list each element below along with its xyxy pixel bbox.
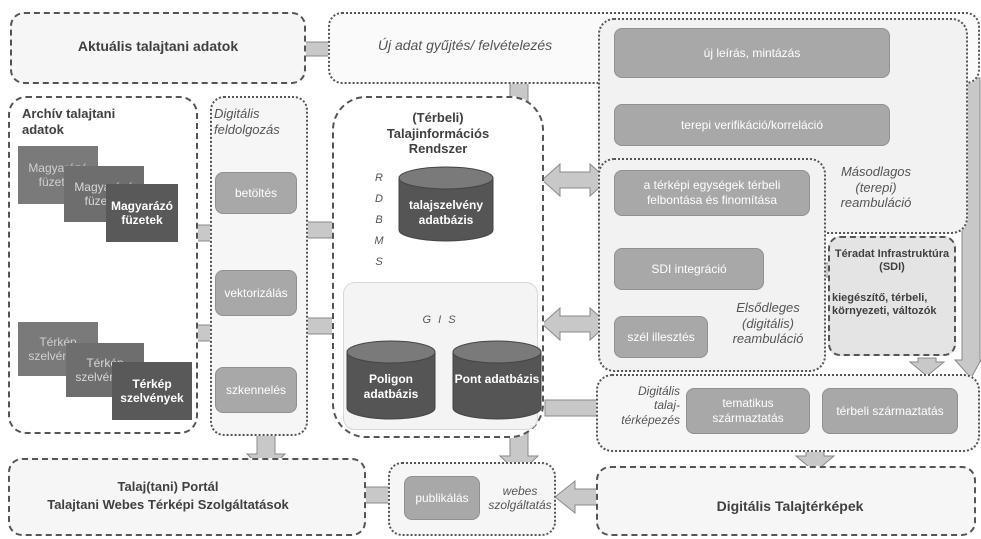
step-scanning[interactable]: szkennelés xyxy=(215,367,297,413)
current-data-title: Aktuális talajtani adatok xyxy=(77,38,239,54)
primary-reambulation-label: Elsődleges (digitális) reambuláció xyxy=(732,300,804,347)
spatial-derivation-box[interactable]: térbeli származtatás xyxy=(822,388,958,434)
arrow-right-vertical xyxy=(953,77,981,379)
step-vectorizing[interactable]: vektorizálás xyxy=(215,270,297,316)
thematic-derivation-box[interactable]: tematikus származtatás xyxy=(686,388,810,434)
booklet-card-front[interactable]: Magyarázó füzetek xyxy=(106,184,178,242)
secondary-reambulation-label: Másodlagos (terepi) reambuláció xyxy=(840,164,912,211)
step-loading[interactable]: betöltés xyxy=(215,172,297,214)
portal-title: Talaj(tani) Portál xyxy=(117,479,219,494)
tir-title: (Térbeli) Talajinformációs Rendszer xyxy=(386,110,490,157)
current-data-frame xyxy=(10,12,306,84)
edge-matching-box[interactable]: szél illesztés xyxy=(614,316,708,358)
archive-title: Archív talajtani adatok xyxy=(22,106,116,137)
rdbms-label: R D B M S xyxy=(374,172,384,268)
new-data-label: Új adat gyűjtés/ felvételezés xyxy=(377,37,553,53)
portal-frame xyxy=(8,458,366,536)
new-description-box[interactable]: új leírás, mintázás xyxy=(614,28,890,78)
arrow-sdi-down xyxy=(908,357,946,377)
digital-mapping-label: Digitális talaj-térképezés xyxy=(621,384,680,427)
digital-processing-title: Digitális feldolgozás xyxy=(214,106,280,137)
polygon-database-icon xyxy=(346,340,436,420)
web-service-label: webes szolgáltatás xyxy=(488,484,552,513)
digital-maps-title: Digitális Talajtérképek xyxy=(716,498,864,514)
polygon-database-label[interactable]: Poligon adatbázis xyxy=(363,372,419,401)
map-units-box[interactable]: a térképi egységek térbeli felbontása és… xyxy=(614,170,810,216)
sdi-frame xyxy=(828,236,956,356)
portal-subtitle: Talajtani Webes Térképi Szolgáltatások xyxy=(47,497,289,512)
point-database-icon xyxy=(452,340,542,420)
digital-maps-frame xyxy=(596,466,976,536)
sdi-integration-box[interactable]: SDI integráció xyxy=(614,248,764,290)
map-sheet-front[interactable]: Térkép szelvények xyxy=(112,362,192,420)
point-database-label[interactable]: Pont adatbázis xyxy=(454,372,540,386)
field-verification-box[interactable]: terepi verifikáció/korreláció xyxy=(614,104,890,146)
sdi-variables: kiegészítő, térbeli, környezeti, változó… xyxy=(832,292,937,318)
gis-label: G I S xyxy=(422,314,458,326)
profile-database-label[interactable]: talajszelvény adatbázis xyxy=(408,198,484,227)
profile-database-icon xyxy=(398,166,494,242)
sdi-title: Téradat Infrastruktúra (SDI) xyxy=(834,248,950,274)
publish-box[interactable]: publikálás xyxy=(404,476,480,520)
